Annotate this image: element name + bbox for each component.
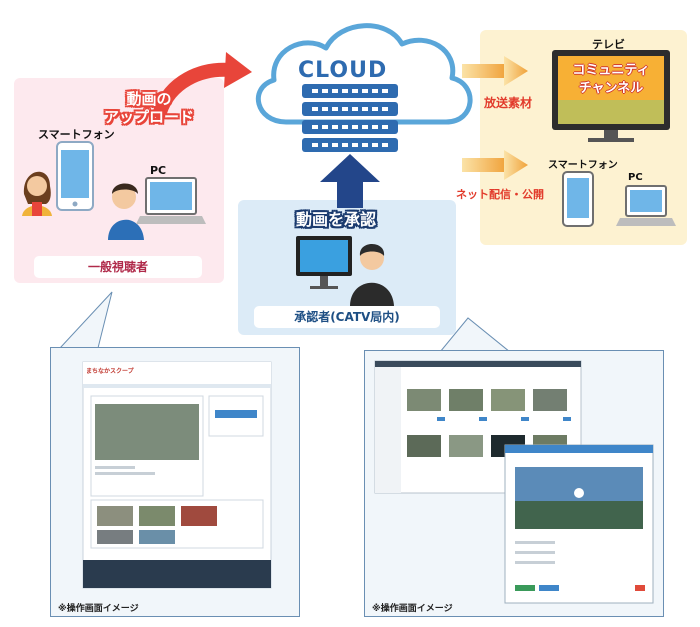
- site-title: まちなかスクープ: [86, 368, 134, 375]
- person-icon: [108, 183, 144, 240]
- tv-screen-line1: コミュニティ: [572, 63, 650, 78]
- smartphone-icon: [562, 171, 594, 227]
- approve-label: 動画を承認: [296, 210, 377, 229]
- caption-left: ※操作画面イメージ: [58, 604, 139, 614]
- viewer-group-label: 一般視聴者: [34, 256, 202, 278]
- upload-arrow-icon: [153, 52, 252, 119]
- upload-label: 動画の アップロード: [104, 90, 194, 126]
- server-icon: [302, 84, 398, 152]
- screenshot-frame-right: [364, 350, 664, 617]
- broadcast-arrow-icon: [462, 56, 528, 86]
- cloud-label: CLOUD: [298, 58, 388, 83]
- upload-label-line2: アップロード: [104, 108, 195, 126]
- tv-screen-line2: チャンネル: [578, 81, 644, 96]
- net-distribution-label: ネット配信・公開: [456, 188, 544, 201]
- viewer-smartphone-label: スマートフォン: [38, 128, 115, 141]
- viewer-pc-label: PC: [150, 164, 167, 177]
- right-screen-mockup: [374, 360, 654, 604]
- output-smartphone-label: スマートフォン: [548, 160, 618, 171]
- tv-icon: [552, 50, 670, 142]
- person-icon: [22, 171, 52, 216]
- net-arrow-icon: [462, 150, 528, 180]
- left-screen-mockup: [82, 361, 272, 589]
- laptop-icon: [616, 185, 676, 226]
- smartphone-icon: [56, 141, 94, 211]
- tv-screen-text: コミュニティ チャンネル: [562, 62, 660, 98]
- tv-label: テレビ: [592, 38, 625, 51]
- approver-group-label: 承認者(CATV局内): [254, 306, 440, 328]
- laptop-icon: [136, 177, 206, 224]
- output-pc-label: PC: [628, 172, 643, 183]
- screenshot-frame-left: [50, 347, 300, 617]
- broadcast-material-label: 放送素材: [484, 96, 533, 110]
- approve-arrow-icon: [320, 154, 380, 208]
- person-icon: [350, 244, 394, 306]
- upload-label-line1: 動画の: [126, 90, 172, 108]
- monitor-icon: [296, 236, 352, 289]
- caption-right: ※操作画面イメージ: [372, 604, 453, 614]
